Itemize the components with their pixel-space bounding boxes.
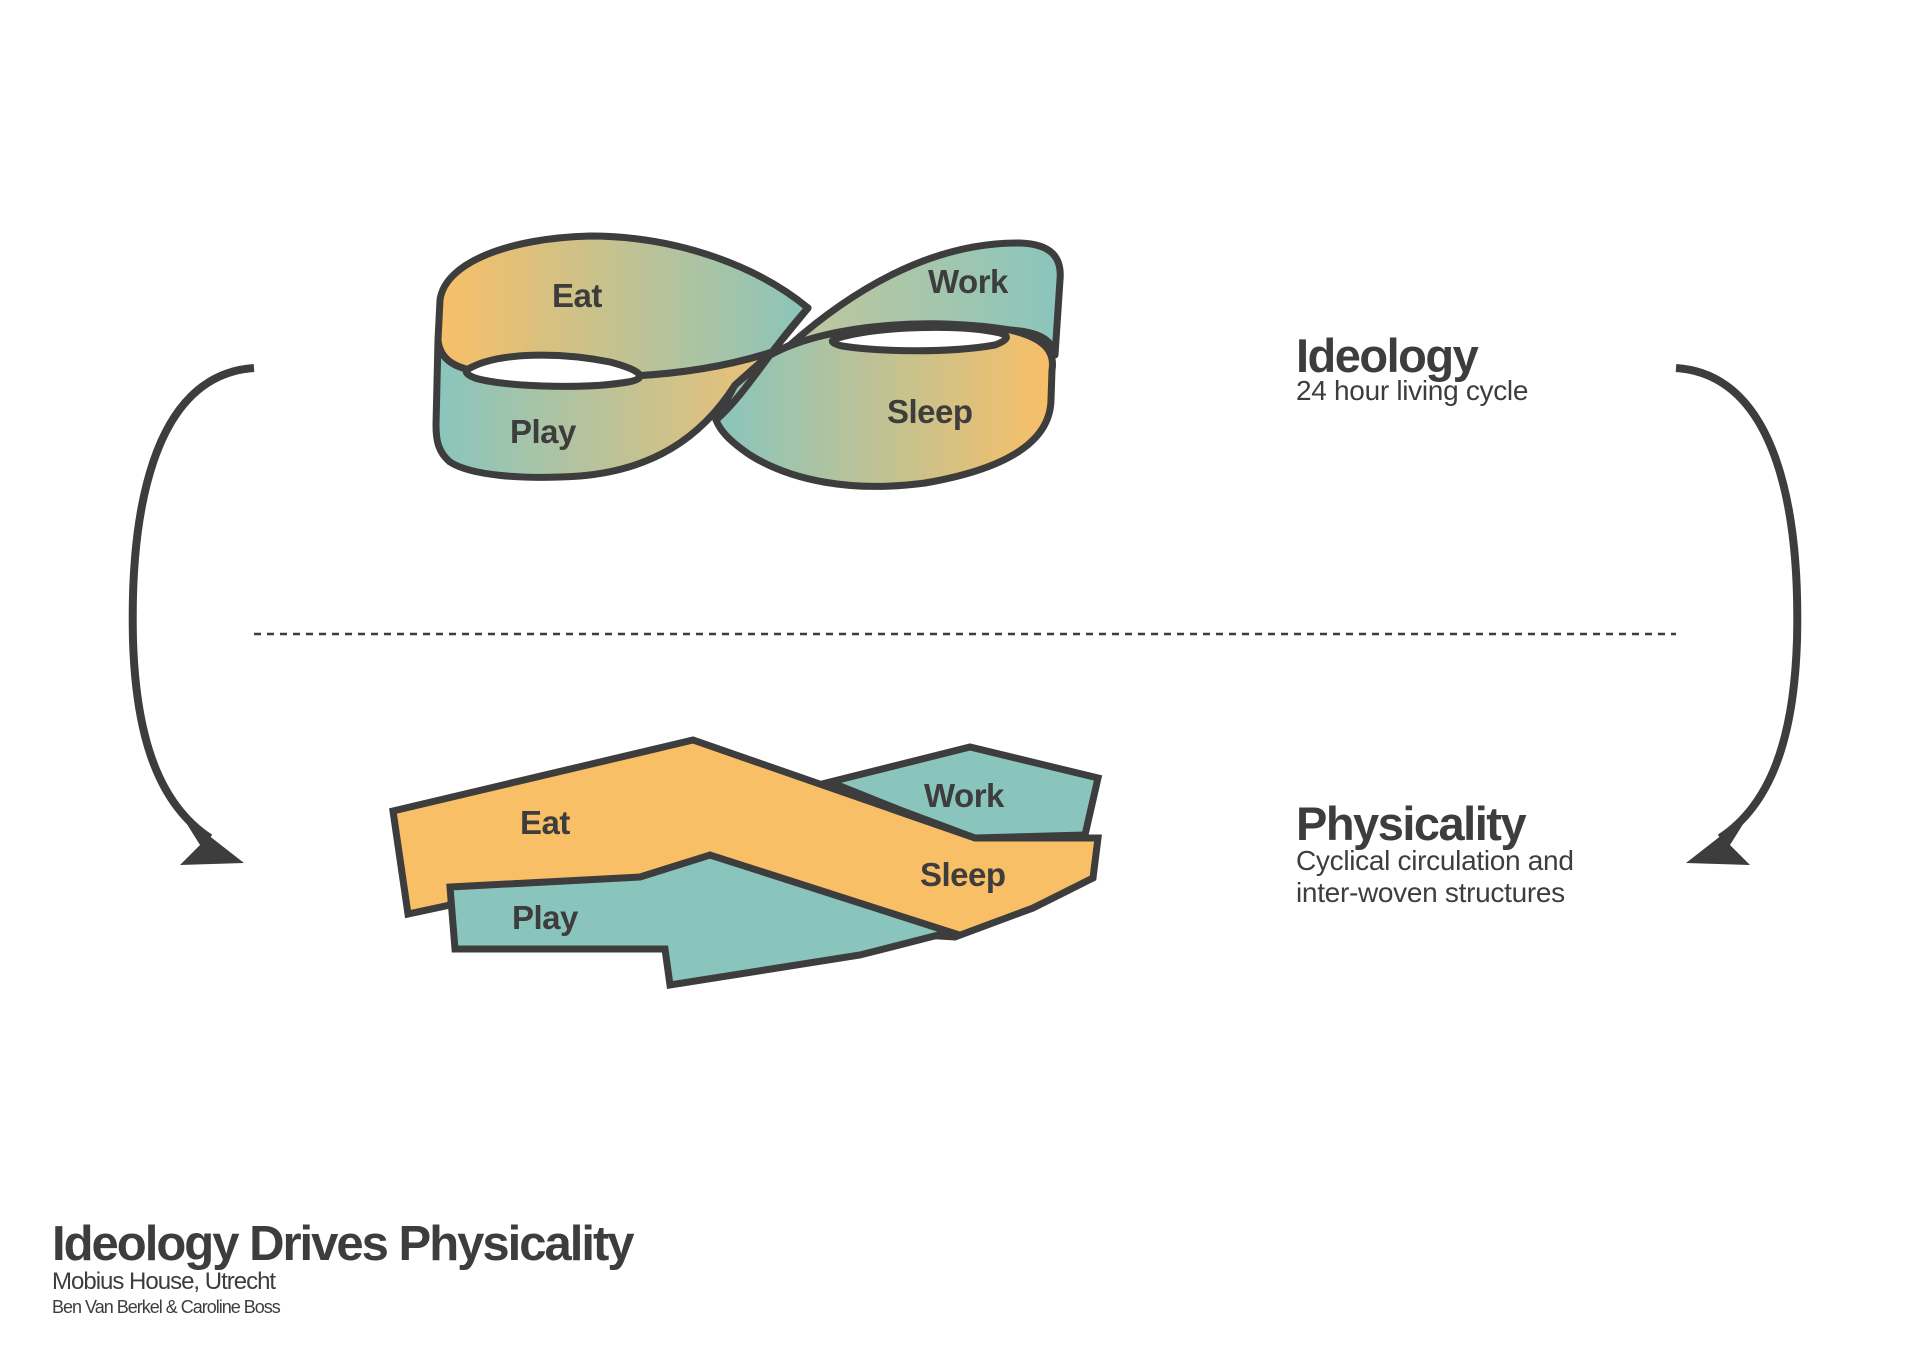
mobius-label-eat: Eat [552,277,602,314]
mobius-label-sleep: Sleep [887,393,973,430]
mobius-strip [432,232,1064,490]
mobius-label-play: Play [510,413,577,450]
footer-project: Mobius House, Utrecht [52,1268,276,1295]
footer-credit: Ben Van Berkel & Caroline Boss [52,1297,281,1317]
ideology-title: Ideology [1296,329,1479,382]
mobius-label-work: Work [928,263,1009,300]
plan-label-sleep: Sleep [920,856,1006,893]
plan-diagram [389,736,1103,990]
footer-title: Ideology Drives Physicality [52,1217,635,1271]
right-arrowhead [1686,813,1750,865]
physicality-subtitle-line2: inter-woven structures [1296,877,1565,908]
ideology-subtitle: 24 hour living cycle [1296,375,1529,406]
physicality-title: Physicality [1296,797,1527,850]
mobius-hole-left [462,351,644,390]
plan-label-work: Work [924,777,1005,814]
left-arrowhead [180,813,244,865]
mobius-band-work [766,239,1064,359]
left-cycle-arrow [128,364,255,865]
mobius-band-eat [434,232,812,381]
right-cycle-arrow [1675,364,1802,865]
physicality-subtitle-line1: Cyclical circulation and [1296,845,1574,876]
mobius-crossing [712,304,812,424]
plan-label-eat: Eat [520,804,570,841]
mobius-hole-right [829,323,1010,355]
plan-label-play: Play [512,899,579,936]
plan-shape-play [446,851,963,990]
